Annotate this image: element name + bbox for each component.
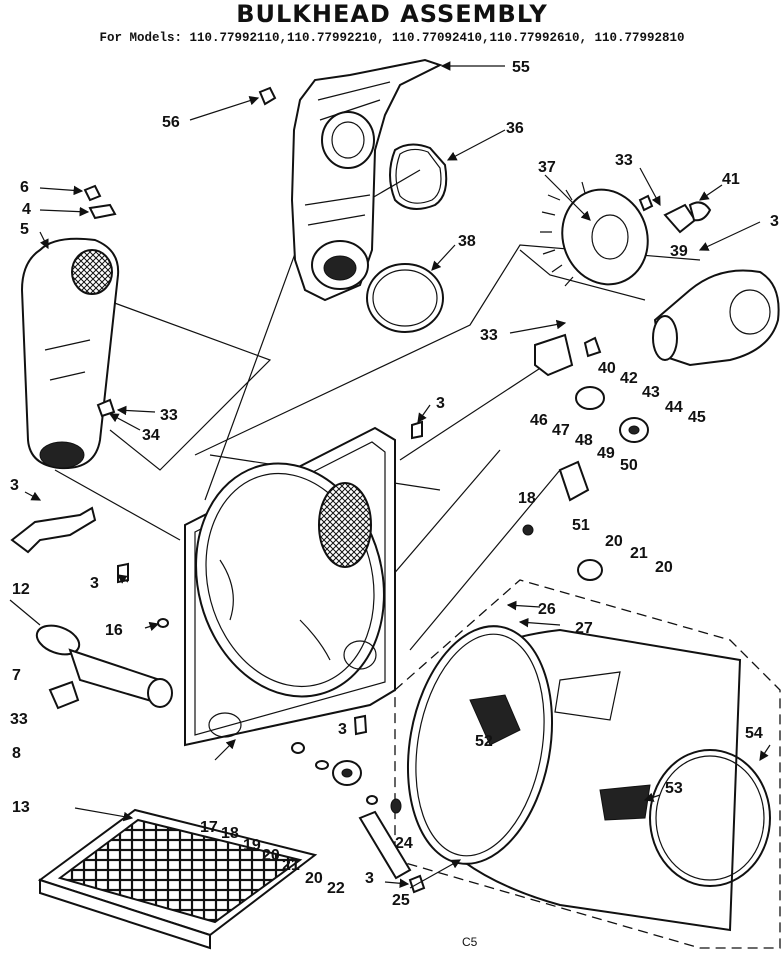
bracket-part-12	[10, 506, 97, 554]
thermostat-part-42	[534, 333, 574, 377]
callout-3-lowest: 3	[365, 870, 374, 887]
blower-wheel-part-37	[540, 181, 649, 287]
callout-45: 45	[688, 409, 706, 426]
callout-21-top: 21	[630, 545, 648, 562]
callout-38: 38	[458, 233, 476, 250]
screw-part-6	[83, 184, 102, 202]
callout-53: 53	[665, 780, 683, 797]
callout-8: 8	[12, 745, 21, 762]
callout-51: 51	[572, 517, 590, 534]
bracket-part-41	[688, 201, 712, 222]
part-16	[157, 618, 169, 628]
callout-17: 17	[200, 819, 218, 836]
callout-13: 13	[12, 799, 30, 816]
blower-duct-part-55	[290, 58, 443, 302]
callout-18-top: 18	[518, 490, 536, 507]
callout-54: 54	[745, 725, 763, 742]
bulkhead-part-17	[184, 426, 396, 747]
callout-5: 5	[20, 221, 29, 238]
callout-labels: 55 56 36 37 33 41 3 6 4 5 38 39 33 40 42…	[10, 59, 779, 949]
exhaust-duct-part-5	[20, 237, 120, 470]
callout-6: 6	[20, 179, 29, 196]
callout-18-bottom: 18	[221, 825, 239, 842]
callout-39: 39	[670, 243, 688, 260]
callout-47: 47	[552, 422, 570, 439]
callout-20-lowest: 20	[305, 870, 323, 887]
drum-seal-part-54	[649, 749, 771, 887]
callout-56: 56	[162, 114, 180, 131]
screw-part-56	[258, 86, 277, 106]
callout-55: 55	[512, 59, 530, 76]
lint-screen-part-13	[37, 808, 318, 950]
callout-3-bottom: 3	[338, 721, 347, 738]
leader-lines	[24, 61, 771, 889]
callout-33-top: 33	[615, 152, 633, 169]
terminal-part-33-low	[48, 680, 80, 710]
callout-52: 52	[475, 733, 493, 750]
callout-40: 40	[598, 360, 616, 377]
callout-42: 42	[620, 370, 638, 387]
diagram-title: BULKHEAD ASSEMBLY	[236, 0, 548, 28]
callout-3-bulkhead-top: 3	[436, 395, 445, 412]
callout-33-left: 33	[160, 407, 178, 424]
callout-12: 12	[12, 581, 30, 598]
fuse-part-43	[575, 386, 605, 410]
drum-group-boundary	[394, 579, 781, 949]
callout-24: 24	[395, 835, 413, 852]
blower-housing-part-44	[652, 269, 780, 367]
screw-part-33-top	[638, 194, 654, 212]
callout-16: 16	[105, 622, 123, 639]
callout-3-heater: 3	[90, 575, 99, 592]
callout-33-heater: 33	[10, 711, 28, 728]
callout-43: 43	[642, 384, 660, 401]
callout-3-right: 3	[770, 213, 779, 230]
callout-44: 44	[665, 399, 683, 416]
callout-27: 27	[575, 620, 593, 637]
callout-3-bracket: 3	[10, 477, 19, 494]
callout-41: 41	[722, 171, 740, 188]
callout-19: 19	[243, 837, 261, 854]
drum-part-25	[406, 625, 742, 932]
callout-34: 34	[142, 427, 160, 444]
seal-part-36	[389, 143, 448, 210]
callout-20-right: 20	[655, 559, 673, 576]
callout-20-top: 20	[605, 533, 623, 550]
models-line: For Models: 110.77992110,110.77992210, 1…	[99, 31, 685, 45]
callout-20-bottom: 20	[262, 847, 280, 864]
callout-37: 37	[538, 159, 556, 176]
callout-4: 4	[22, 201, 31, 218]
callout-48: 48	[575, 432, 593, 449]
clamp-part-34	[96, 398, 116, 418]
callout-21-bottom: 21	[282, 857, 300, 874]
clip-part-4	[88, 203, 117, 220]
baffle-part-53	[599, 784, 651, 821]
footer-code: C5	[462, 935, 478, 949]
callout-33-mid: 33	[480, 327, 498, 344]
seal-part-38	[366, 263, 444, 333]
callout-49: 49	[597, 445, 615, 462]
washer-part-40	[583, 336, 602, 358]
screw-part-3-left	[117, 562, 129, 584]
callout-25: 25	[392, 892, 410, 909]
callout-50: 50	[620, 457, 638, 474]
callout-26: 26	[538, 601, 556, 618]
callout-36: 36	[506, 120, 524, 137]
callout-22: 22	[327, 880, 345, 897]
bearing-hardware	[291, 420, 603, 894]
callout-7: 7	[12, 667, 21, 684]
heater-part-8	[35, 624, 173, 708]
callout-46: 46	[530, 412, 548, 429]
